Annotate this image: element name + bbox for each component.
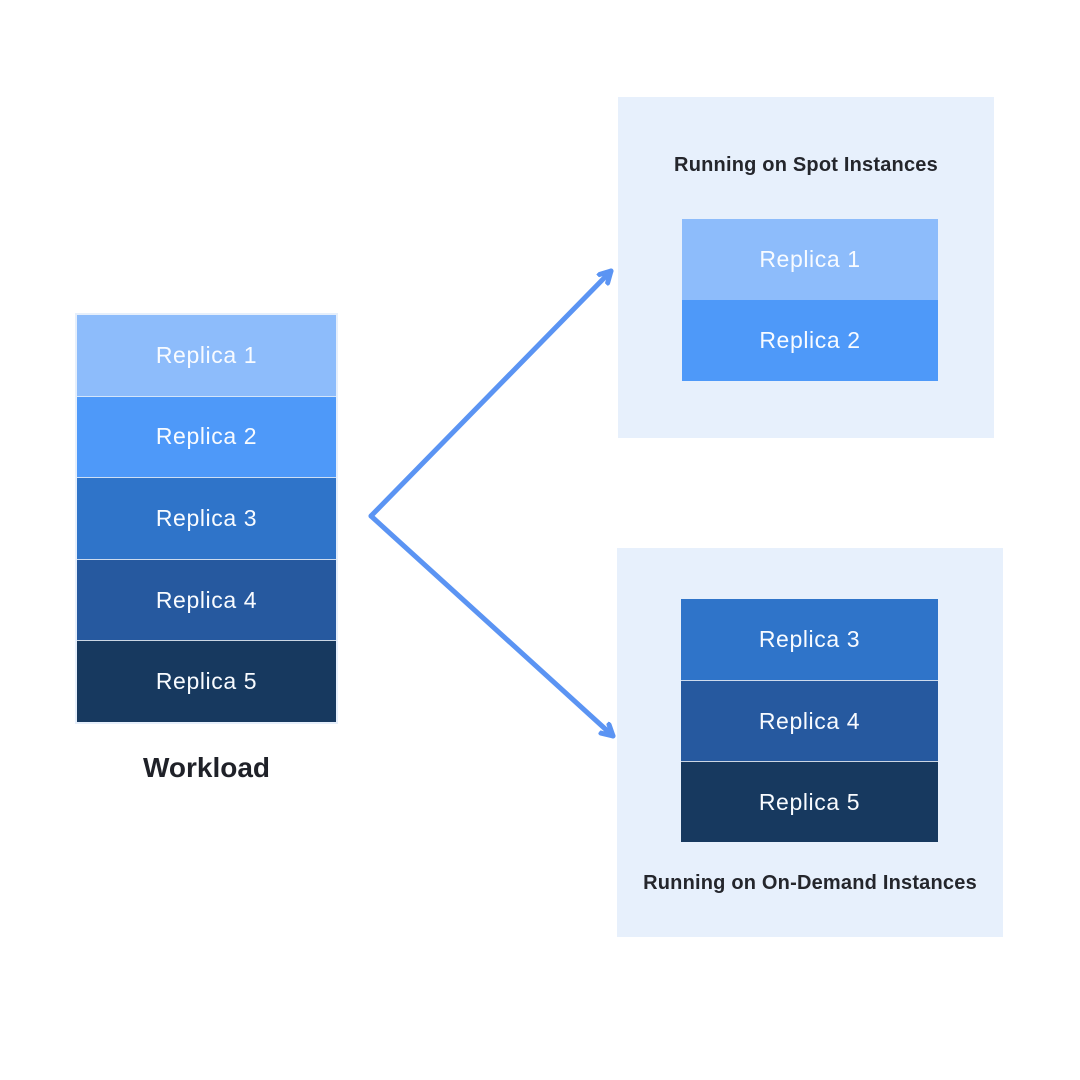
on-demand-replica-block: Replica 5 (681, 761, 938, 842)
replica-label: Replica 3 (758, 626, 861, 652)
workload-replica-block: Replica 5 (77, 640, 336, 722)
replica-label: Replica 4 (758, 707, 861, 734)
spot-replica-stack: Replica 1 Replica 2 (682, 219, 938, 381)
workload-replica-block: Replica 3 (77, 477, 336, 559)
replica-label: Replica 2 (759, 327, 861, 353)
replica-label: Replica 5 (155, 668, 258, 695)
spot-panel-title: Running on Spot Instances (674, 154, 938, 176)
replica-label: Replica 3 (155, 504, 258, 531)
workload-stack: Replica 1 Replica 2 Replica 3 Replica 4 … (77, 315, 336, 722)
on-demand-replica-stack: Replica 3 Replica 4 Replica 5 (681, 599, 938, 842)
workload-replica-block: Replica 1 (77, 315, 336, 396)
on-demand-replica-block: Replica 3 (681, 599, 938, 680)
spot-replica-block: Replica 2 (682, 300, 938, 381)
replica-label: Replica 1 (155, 341, 258, 368)
workload-replica-block: Replica 4 (77, 558, 336, 641)
arrow-to-spot (368, 268, 614, 519)
arrow-to-on-demand (368, 513, 616, 739)
workload-title: Workload (142, 752, 271, 783)
replica-label: Replica 1 (759, 246, 861, 272)
spot-replica-block: Replica 1 (682, 219, 938, 300)
replica-label: Replica 5 (758, 788, 861, 815)
on-demand-panel-title: Running on On-Demand Instances (643, 872, 977, 894)
replica-label: Replica 4 (155, 586, 258, 613)
replica-label: Replica 2 (155, 423, 258, 450)
on-demand-replica-block: Replica 4 (681, 680, 938, 761)
workload-replica-block: Replica 2 (77, 395, 336, 478)
on-demand-instances-panel: Replica 3 Replica 4 Replica 5 Running on… (617, 548, 1003, 937)
spot-instances-panel: Running on Spot Instances Replica 1 Repl… (618, 97, 994, 438)
